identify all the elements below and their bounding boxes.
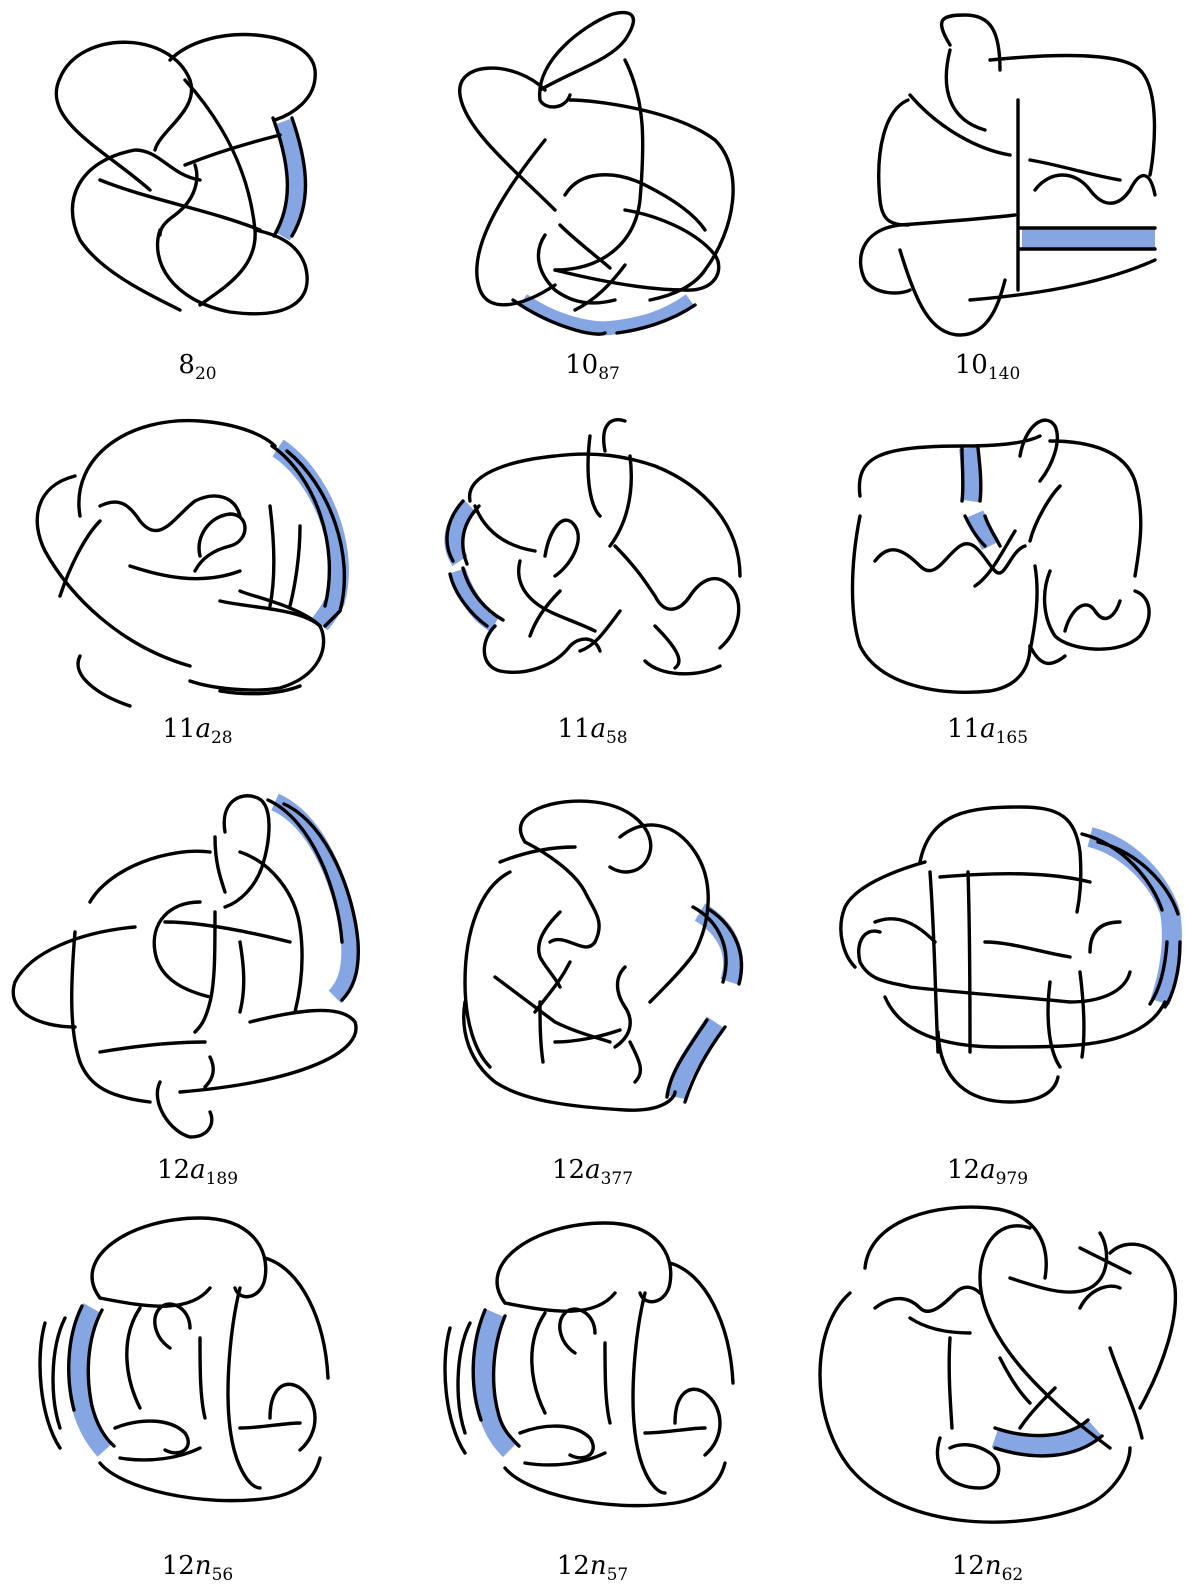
band-12a-189 xyxy=(275,802,350,997)
knot-label-11a-58: 11a58 xyxy=(395,716,790,747)
knot-cell-12a-377: 12a377 xyxy=(395,792,790,1188)
knot-label-12n-62: 12n62 xyxy=(790,1553,1185,1584)
knot-cell-12n-56: 12n56 xyxy=(0,1188,395,1584)
knot-diagram-12a-979 xyxy=(790,792,1185,1188)
knot-cell-12n-57: 12n57 xyxy=(395,1188,790,1584)
knot-cell-8-20: 820 xyxy=(0,0,395,396)
knot-label-10-140: 10140 xyxy=(790,352,1185,383)
knot-diagram-8-20 xyxy=(0,0,395,396)
knot-cell-11a-165: 11a165 xyxy=(790,396,1185,792)
knot-label-12n-56: 12n56 xyxy=(0,1553,395,1584)
knot-label-12n-57: 12n57 xyxy=(395,1553,790,1584)
band-12a-377 xyxy=(675,912,733,1097)
knot-diagram-12n-62 xyxy=(790,1188,1185,1584)
knot-diagram-12n-56 xyxy=(0,1188,395,1584)
knot-label-12a-979: 12a979 xyxy=(790,1157,1185,1188)
band-11a-58 xyxy=(453,506,495,624)
knot-cell-12n-62: 12n62 xyxy=(790,1188,1185,1584)
knot-cell-11a-58: 11a58 xyxy=(395,396,790,792)
knot-diagram-10-140 xyxy=(790,0,1185,396)
knot-label-10-87: 1087 xyxy=(395,352,790,383)
knot-diagram-12a-189 xyxy=(0,792,395,1188)
knot-cell-10-87: 1087 xyxy=(395,0,790,396)
knot-cell-10-140: 10140 xyxy=(790,0,1185,396)
knot-diagram-12a-377 xyxy=(395,792,790,1188)
knot-cell-11a-28: 11a28 xyxy=(0,396,395,792)
knot-cell-12a-979: 12a979 xyxy=(790,792,1185,1188)
knot-label-11a-28: 11a28 xyxy=(0,716,395,747)
knot-diagram-12n-57 xyxy=(395,1188,790,1584)
knot-cell-12a-189: 12a189 xyxy=(0,792,395,1188)
knot-label-12a-189: 12a189 xyxy=(0,1157,395,1188)
knot-label-8-20: 820 xyxy=(0,352,395,383)
band-10-87 xyxy=(523,300,690,328)
knot-label-12a-377: 12a377 xyxy=(395,1157,790,1188)
knot-diagram-10-87 xyxy=(395,0,790,396)
knot-label-11a-165: 11a165 xyxy=(790,716,1185,747)
